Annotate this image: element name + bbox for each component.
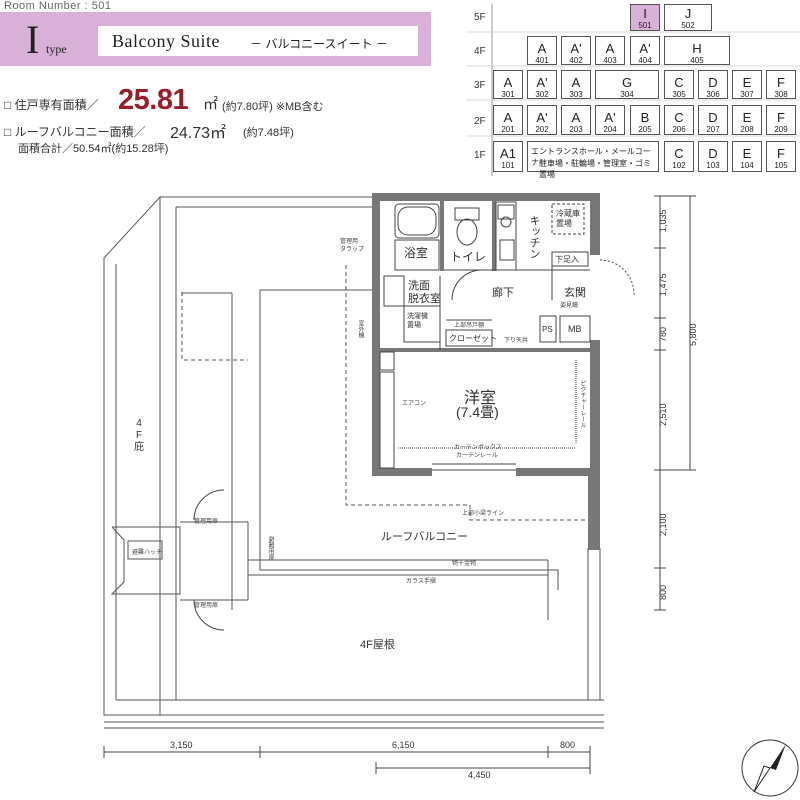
compass-icon <box>741 739 799 797</box>
mirror-label: 姿見鏡 <box>560 303 579 309</box>
total-area: 面積合計／50.54㎡(約15.28坪) <box>18 143 169 155</box>
common-area-cell: エントランスホール・メールコーナー 駐車場・駐輪場・管理室・ゴミ置場 <box>527 141 659 179</box>
unit-name-en: Balcony Suite <box>112 31 220 51</box>
type-word: type <box>46 42 67 56</box>
dim-right-3: 780 <box>658 326 668 342</box>
outdoor-unit-label: 室外機 <box>357 320 363 338</box>
exclusive-area-label: □ 住戸専有面積／ <box>4 98 99 112</box>
roof-area-note: (約7.48坪) <box>243 127 294 139</box>
beam-line-label: 上部小梁ライン <box>462 511 505 517</box>
floor-label-2f: 2F <box>474 116 486 127</box>
unit-cell: A'302 <box>527 70 557 99</box>
roof-area-label: □ ルーフバルコニー面積／ <box>4 125 146 139</box>
dim-right-4: 2,510 <box>658 403 668 426</box>
dim-bottom-1: 3,150 <box>170 740 193 750</box>
kitchen-label: キッチン <box>528 215 540 259</box>
shoe-box-label: 下足入 <box>555 255 579 264</box>
picture-rail-label: ピクチャーレール <box>579 380 585 428</box>
common-note-1: エントランスホール・メールコーナー <box>531 147 651 167</box>
name-box <box>98 26 418 56</box>
mgmt-door-label-2: 管理用扉 <box>194 603 219 609</box>
aircon-label: エアコン <box>402 401 427 407</box>
dim-right-1: 1,035 <box>658 209 668 232</box>
toilet-label: トイレ <box>450 250 487 264</box>
dim-right-5: 5,800 <box>688 323 698 346</box>
mb-label: MB <box>568 324 582 334</box>
unit-cell: A'202 <box>527 105 557 135</box>
floor-label-4f: 4F <box>474 46 486 57</box>
floor-label-3f: 3F <box>474 80 486 91</box>
eaves-4f-label: 4 F 庇 <box>134 418 144 453</box>
key-plan-grid <box>466 4 800 176</box>
curtain-box-label: カーテンボックス <box>454 445 502 451</box>
dim-bottom-4: 4,450 <box>468 770 491 780</box>
floor-label-5f: 5F <box>474 12 486 23</box>
drop-ceiling-label: 下り天井 <box>504 338 529 344</box>
dim-right-6: 2,100 <box>658 513 668 536</box>
exclusive-area-unit: ㎡ <box>203 96 219 113</box>
closet-label: クローゼット <box>449 334 497 343</box>
roof-balcony-label: ルーフバルコニー <box>381 531 469 543</box>
dim-bottom-2: 6,150 <box>392 740 415 750</box>
dim-right-7: 800 <box>658 584 668 600</box>
unit-cell: A'404 <box>630 36 660 65</box>
mgmt-trap-label: 管理用 タラップ <box>340 239 365 253</box>
glass-rail-label: ガラス手摺 <box>406 579 436 585</box>
dim-right-2: 1,475 <box>658 273 668 296</box>
evac-door-label: 避難用扉 <box>267 536 273 560</box>
western-room-size: (7.4畳) <box>456 404 499 420</box>
type-letter: I <box>26 17 40 62</box>
roof-4f-label: 4F屋根 <box>360 639 395 651</box>
dim-bottom-3: 800 <box>560 740 576 750</box>
exclusive-area-value: 25.81 <box>118 84 189 116</box>
upper-shelf-label: 上部吊戸棚 <box>454 323 485 329</box>
curtain-rail-label: カーテンレール <box>456 453 499 459</box>
mgmt-door-label: 管理用扉 <box>194 519 219 525</box>
room-number: Room Number : 501 <box>4 0 112 12</box>
hatch-label: 避難ハッチ <box>132 550 163 556</box>
ps-label: PS <box>542 325 553 334</box>
washroom-label: 洗面 脱衣室 <box>408 280 441 305</box>
hallway-label: 廊下 <box>492 287 514 299</box>
washer-label: 洗濯機 置場 <box>407 313 428 329</box>
exclusive-area-note: (約7.80坪) ※MB含む <box>222 101 324 113</box>
common-note-2: 駐車場・駐輪場・管理室・ゴミ置場 <box>539 159 651 179</box>
drying-label: 物干金物 <box>452 561 477 567</box>
roof-area-value: 24.73㎡ <box>170 125 227 142</box>
bath-label: 浴室 <box>404 246 429 260</box>
western-room-label: 洋室 <box>464 390 497 407</box>
unit-name-jp: － バルコニースイート － <box>250 37 388 51</box>
floor-label-1f: 1F <box>474 150 486 161</box>
unit-cell: A'204 <box>595 105 625 135</box>
unit-cell: A'402 <box>561 36 591 65</box>
entrance-label: 玄関 <box>564 287 586 299</box>
fridge-label: 冷蔵庫 置場 <box>556 209 580 228</box>
